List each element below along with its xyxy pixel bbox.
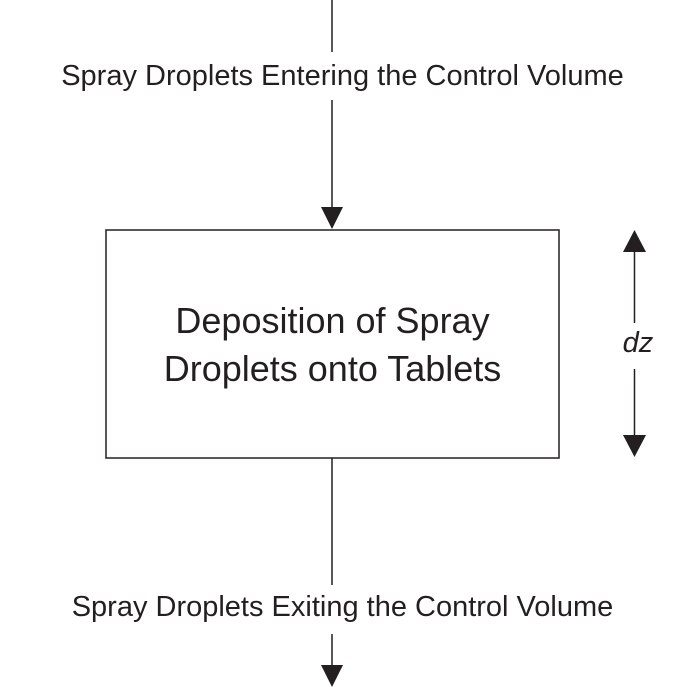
control-volume-label: Deposition of Spray Droplets onto Tablet…	[106, 297, 559, 393]
inflow-arrowhead	[321, 207, 343, 229]
outflow-arrowhead	[321, 665, 343, 687]
inflow-label: Spray Droplets Entering the Control Volu…	[61, 60, 624, 92]
dz-arrowhead-up	[623, 230, 646, 252]
dz-arrowhead-down	[623, 435, 646, 457]
dz-label: dz	[622, 327, 654, 359]
outflow-label: Spray Droplets Exiting the Control Volum…	[71, 591, 614, 623]
control-volume-label-line-1: Deposition of Spray	[175, 300, 490, 341]
control-volume-label-line-2: Droplets onto Tablets	[163, 348, 502, 389]
